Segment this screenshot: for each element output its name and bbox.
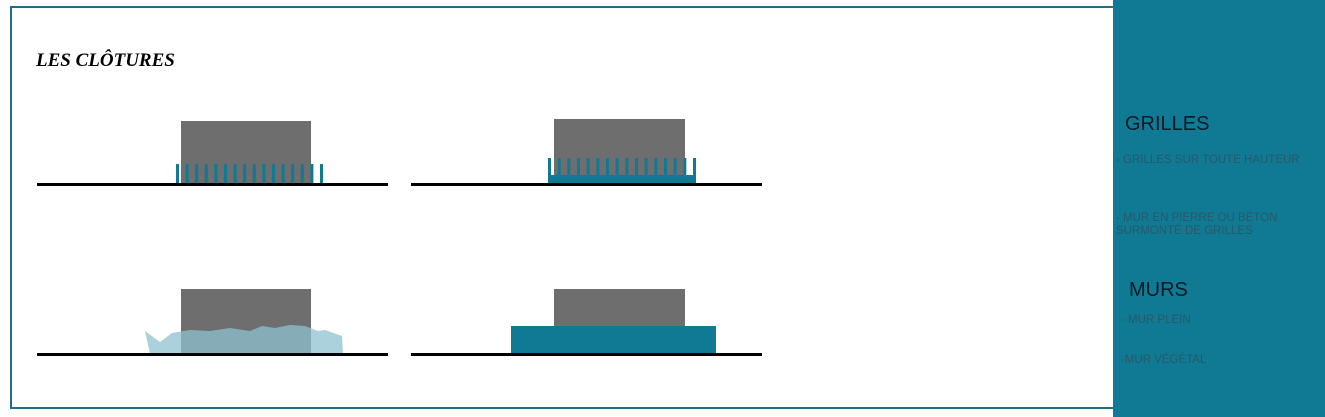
grille-post [176, 164, 179, 184]
grille-posts [548, 158, 696, 180]
grille-post [291, 164, 295, 184]
grille-post [606, 158, 609, 180]
ground-line [411, 353, 762, 356]
murs-item: -MUR VÉGÉTAL [1121, 354, 1207, 366]
grille-post [557, 158, 561, 180]
grille-post [224, 164, 227, 184]
grille-post [185, 164, 189, 184]
grille-post [654, 158, 658, 180]
grille-post [548, 158, 551, 180]
grilles-heading: GRILLES [1125, 113, 1210, 135]
grille-post [320, 164, 323, 184]
grille-post [252, 164, 256, 184]
ground-line [411, 183, 762, 186]
ground-line [37, 353, 388, 356]
page-title: LES CLÔTURES [36, 50, 175, 71]
grilles-item: - MUR EN PIERRE OU BÉTON SURMONTÉ DE GRI… [1116, 212, 1278, 237]
grille-post [262, 164, 266, 184]
grille-post [673, 158, 677, 180]
solid-wall [511, 326, 716, 354]
grille-post [644, 158, 648, 180]
diagram-full-wall [411, 289, 762, 356]
grilles-item: - GRILLES SUR TOUTE HAUTEUR [1116, 154, 1300, 166]
grille-post [586, 158, 590, 180]
grille-post [195, 164, 199, 184]
building [554, 289, 685, 329]
grille-post [281, 164, 285, 184]
legend-panel: GRILLES - GRILLES SUR TOUTE HAUTEUR - MU… [1113, 0, 1325, 417]
diagram-vegetal-wall [37, 289, 388, 356]
grille-post [577, 158, 580, 180]
grille-posts [176, 164, 323, 184]
content-frame [10, 6, 1113, 409]
grille-post [310, 164, 314, 184]
murs-heading: MURS [1129, 279, 1188, 301]
grille-post [683, 158, 687, 180]
building [554, 119, 685, 184]
low-wall [548, 175, 696, 184]
grille-post [635, 158, 638, 180]
hedge [145, 325, 343, 354]
grille-post [664, 158, 667, 180]
grille-post [567, 158, 571, 180]
grille-post [300, 164, 304, 184]
grille-post [233, 164, 237, 184]
ground-line [37, 183, 388, 186]
grille-post [625, 158, 629, 180]
grille-post [214, 164, 218, 184]
grille-post [693, 158, 696, 180]
grille-post [615, 158, 619, 180]
diagram-wall-with-grilles [411, 119, 762, 186]
grille-post [204, 164, 208, 184]
fence-diagrams [37, 119, 762, 356]
grille-post [243, 164, 247, 184]
murs-item: - MUR PLEIN [1121, 314, 1191, 326]
grille-post [272, 164, 275, 184]
diagram-grilles-full-height [37, 121, 388, 186]
grille-post [596, 158, 600, 180]
